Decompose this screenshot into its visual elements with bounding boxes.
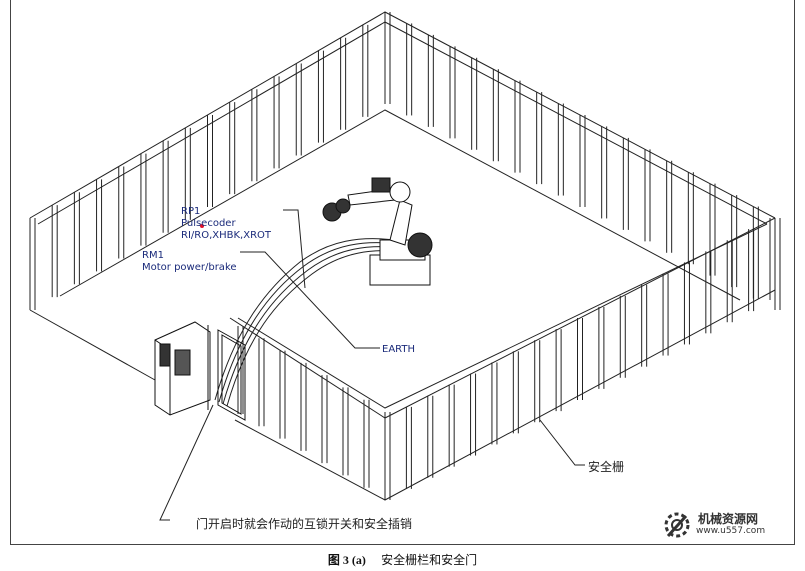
fence-bottom-left (29, 309, 156, 381)
door-interlock-note: 门开启时就会作动的互锁开关和安全插销 (196, 517, 413, 531)
fence-label: 安全栅 (588, 460, 625, 474)
controller-cabinet (154, 321, 211, 416)
safety-door (207, 325, 246, 421)
fence-bottom-back (59, 109, 741, 301)
rp1-line2: RI/RO,XHBK,XROT (181, 230, 272, 241)
marker-dot (200, 224, 204, 228)
rp1-title: RP1 (181, 206, 201, 217)
drawing-frame (10, 0, 795, 545)
fence-diagram (29, 11, 781, 521)
robot-arm (322, 177, 433, 286)
fence-front-rail-inner (237, 223, 768, 409)
figure-caption: 图 3 (a) 安全栅栏和安全门 (0, 551, 805, 568)
watermark-url: www.u557.com (696, 526, 766, 536)
figure-title: 安全栅栏和安全门 (381, 553, 478, 567)
cable-bundle (214, 238, 408, 407)
rp1-line1: Pulsecoder (181, 218, 236, 229)
watermark-name: 机械资源网 (698, 512, 759, 526)
watermark-logo: 机械资源网 www.u557.com (660, 508, 780, 542)
gear-wrench-icon (664, 512, 690, 538)
rm1-line1: Motor power/brake (142, 262, 237, 273)
rm1-title: RM1 (142, 250, 164, 261)
earth-label: EARTH (382, 344, 416, 355)
leader-lines (159, 209, 585, 521)
fence-bottom-front (234, 289, 776, 501)
figure-number: 图 3 (a) (327, 553, 366, 567)
fence-posts (29, 12, 781, 500)
